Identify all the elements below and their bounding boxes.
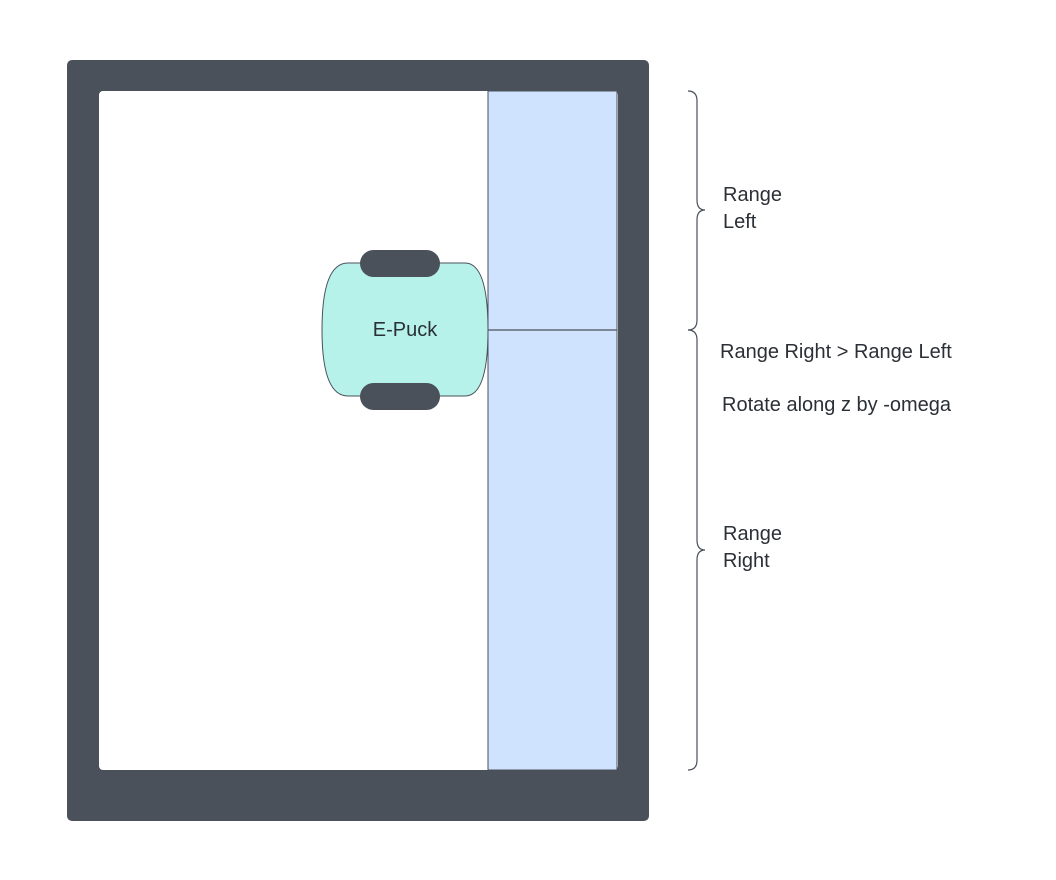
- brace-range-right: [687, 329, 706, 771]
- condition-text: Range Right > Range Left: [720, 341, 952, 363]
- range-left-label: Range Left: [723, 184, 788, 233]
- robot-body: [321, 262, 489, 397]
- e-puck-robot: E-Puck: [321, 250, 489, 410]
- range-left-label-line2: Left: [723, 211, 757, 233]
- robot-wheel-bottom: [360, 383, 440, 410]
- sensor-zone-left: [487, 90, 618, 331]
- action-text: Rotate along z by -omega: [722, 394, 952, 416]
- range-right-label-line1: Range: [723, 523, 782, 545]
- brace-range-left: [687, 90, 706, 331]
- sensor-zone-right: [487, 329, 618, 771]
- range-right-label: Range Right: [723, 523, 788, 572]
- robot-wheel-top: [360, 250, 440, 277]
- robot-label: E-Puck: [373, 319, 438, 341]
- range-left-label-line1: Range: [723, 184, 782, 206]
- range-right-label-line2: Right: [723, 550, 770, 572]
